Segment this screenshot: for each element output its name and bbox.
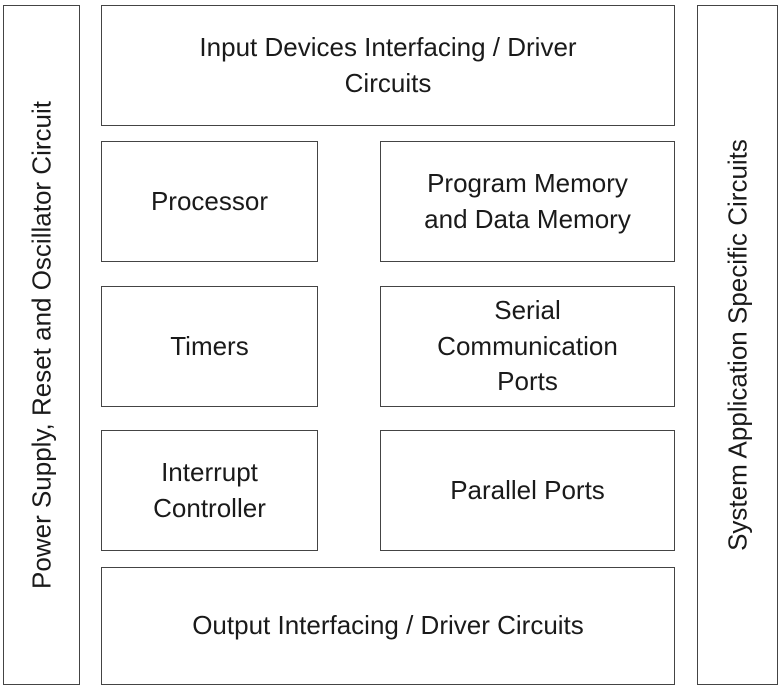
memory-label-line1: Program Memory: [427, 168, 628, 199]
timers-label: Timers: [170, 330, 249, 361]
output-interfacing-label: Output Interfacing / Driver Circuits: [192, 610, 584, 641]
interrupt-controller-block: Interrupt Controller: [101, 430, 318, 551]
serial-label-line1: Serial: [494, 295, 561, 326]
interrupt-label-line1: Interrupt: [161, 457, 258, 488]
parallel-label: Parallel Ports: [450, 474, 605, 505]
processor-label: Processor: [150, 185, 269, 216]
power-supply-block: Power Supply, Reset and Oscillator Circu…: [3, 5, 80, 685]
output-interfacing-block: Output Interfacing / Driver Circuits: [101, 567, 675, 685]
input-devices-label-line1: Input Devices Interfacing / Driver: [199, 32, 577, 63]
processor-block: Processor: [101, 141, 318, 262]
system-application-label: System Application Specific Circuits: [722, 139, 752, 551]
memory-label-line2: and Data Memory: [424, 203, 631, 234]
timers-block: Timers: [101, 286, 318, 407]
interrupt-label-line2: Controller: [153, 492, 266, 523]
memory-block: Program Memory and Data Memory: [380, 141, 675, 262]
serial-label-line3: Ports: [497, 366, 558, 397]
system-application-block: System Application Specific Circuits: [697, 5, 778, 685]
input-devices-label-line2: Circuits: [344, 67, 432, 98]
parallel-ports-block: Parallel Ports: [380, 430, 675, 551]
serial-label-line2: Communication: [437, 330, 618, 361]
serial-ports-block: Serial Communication Ports: [380, 286, 675, 407]
power-supply-label: Power Supply, Reset and Oscillator Circu…: [26, 101, 56, 589]
input-devices-block: Input Devices Interfacing / Driver Circu…: [101, 5, 675, 126]
